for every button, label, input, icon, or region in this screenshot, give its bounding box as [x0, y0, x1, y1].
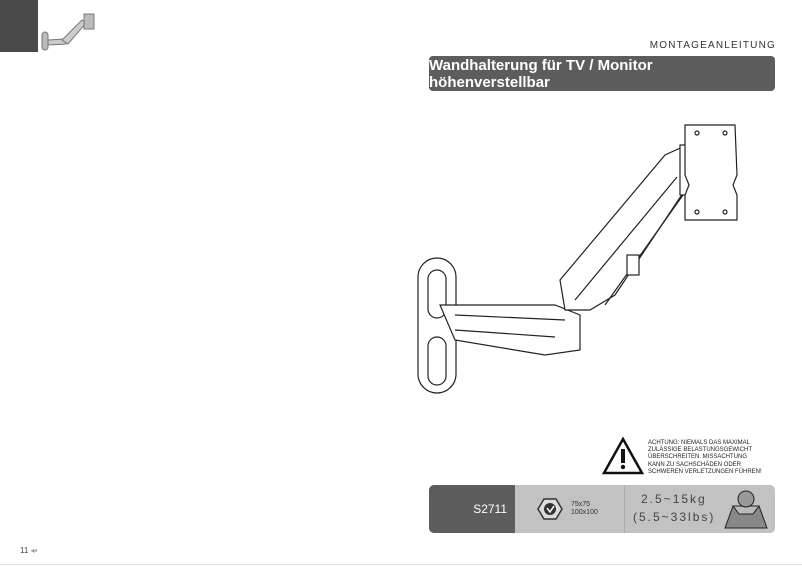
load-kg: 2.5~15kg: [641, 492, 707, 506]
vesa-hexagon-icon: [537, 498, 563, 520]
vesa-spec: 75x75 100x100: [515, 485, 625, 533]
load-lbs: (5.5~33lbs): [633, 510, 716, 524]
document-type-label: MONTAGEANLEITUNG: [649, 40, 776, 51]
model-number: S2711: [429, 485, 515, 533]
load-spec: 2.5~15kg (5.5~33lbs): [625, 485, 775, 533]
warning-line: ACHTUNG: NIEMALS DAS MAXIMAL: [648, 440, 751, 446]
wall-mount-thumbnail: [41, 13, 95, 51]
warning-line: ZULÄSSIGE BELASTUNGSGEWICHT: [648, 447, 753, 454]
warning-line: KANN ZU SACHSCHÄDEN ODER: [648, 461, 742, 468]
warning-line: ÜBERSCHREITEN. MISSACHTUNG: [648, 454, 748, 461]
vesa-size: 100x100: [571, 509, 598, 516]
page-number-text: 11: [20, 546, 29, 555]
footer-divider: [0, 564, 802, 565]
page-number: 11 ◂▪: [20, 546, 37, 555]
warning-line: SCHWEREN VERLETZUNGEN FÜHREN!: [648, 468, 762, 475]
wall-mount-illustration: [417, 124, 738, 394]
warning-text: ACHTUNG: NIEMALS DAS MAXIMAL ZULÄSSIGE B…: [648, 440, 778, 476]
page-arrow-icon: ◂▪: [30, 546, 38, 555]
page-title: Wandhalterung für TV / Monitor höhenvers…: [429, 56, 775, 91]
spec-bar: S2711 75x75 100x100 2.5~15kg (5.5~33lbs): [429, 485, 775, 533]
weight-icon: [724, 490, 768, 529]
warning-triangle-icon: [601, 436, 645, 475]
corner-block: [0, 0, 38, 52]
vesa-size: 75x75: [571, 501, 591, 508]
